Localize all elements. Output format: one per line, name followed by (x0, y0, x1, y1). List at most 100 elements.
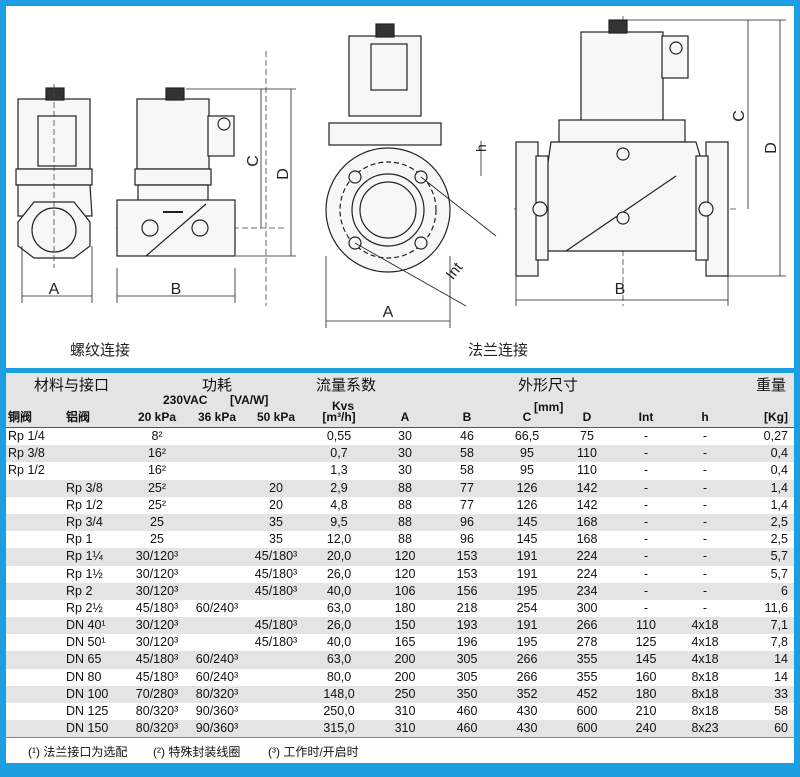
cell-dim-h: - (702, 514, 708, 529)
cell-dim-d: 224 (576, 566, 598, 581)
cell-power-36kpa: 90/360³ (195, 721, 239, 736)
cell-dim-b: 58 (460, 463, 474, 478)
dim-label-d: D (275, 168, 292, 180)
column-header-power-50kpa: 50 kPa (256, 410, 296, 424)
cell-power-20kpa: 25² (147, 497, 167, 512)
cell-dim-int: - (643, 446, 649, 461)
cell-dim-d: 168 (576, 514, 598, 529)
cell-dim-a: 200 (394, 669, 416, 684)
footnote-1: (¹) 法兰接口为选配 (28, 745, 128, 759)
cell-weight: 6 (781, 583, 788, 598)
cell-dim-int: 180 (635, 686, 657, 701)
cell-dim-c: 191 (516, 549, 538, 564)
cell-power-20kpa: 30/120³ (135, 635, 179, 650)
cell-dim-h: - (702, 583, 708, 598)
cell-dim-c: 145 (516, 532, 538, 547)
cell-dim-b: 350 (456, 686, 478, 701)
cell-dim-h: 8x18 (691, 686, 719, 701)
cell-dim-h: - (702, 463, 708, 478)
cell-weight: 1,4 (770, 480, 788, 495)
cell-copper (6, 548, 56, 565)
cell-power-36kpa (188, 583, 246, 600)
cell-dim-h: 8x23 (691, 721, 719, 736)
cell-dim-int: - (643, 600, 649, 615)
cell-copper (6, 669, 56, 686)
flanged-valve-front-view (325, 23, 451, 273)
cell-dim-c: 430 (516, 721, 538, 736)
cell-dim-d: 142 (576, 497, 598, 512)
cell-power-36kpa: 80/320³ (195, 686, 239, 701)
cell-dim-h: - (702, 429, 708, 443)
cell-power-50kpa: 45/180³ (254, 583, 298, 598)
column-header-copper: 铜阀 (8, 410, 33, 424)
cell-dim-c: 126 (516, 497, 538, 512)
cell-dim-a: 180 (394, 600, 416, 615)
cell-aluminum: DN 100 (66, 686, 109, 701)
cell-kvs: 1,3 (330, 463, 348, 478)
cell-power-50kpa (246, 445, 306, 462)
cell-aluminum: Rp 1¼ (66, 549, 103, 564)
cell-dim-h: - (702, 532, 708, 547)
cell-dim-a: 88 (398, 497, 412, 512)
cell-dim-h: 4x18 (691, 652, 719, 667)
cell-aluminum: Rp 1½ (66, 566, 103, 581)
cell-dim-c: 95 (520, 463, 534, 478)
cell-copper (6, 686, 56, 703)
cell-power-50kpa (246, 428, 306, 445)
cell-dim-b: 305 (456, 652, 478, 667)
cell-dim-a: 165 (394, 635, 416, 650)
cell-dim-d: 168 (576, 532, 598, 547)
cell-kvs: 26,0 (326, 618, 352, 633)
cell-dim-h: - (702, 566, 708, 581)
cell-dim-int: 160 (635, 669, 657, 684)
cell-dim-h: 8x18 (691, 669, 719, 684)
dim-label-d: D (763, 142, 780, 154)
cell-power-20kpa: 45/180³ (135, 600, 179, 615)
cell-copper: Rp 3/8 (8, 446, 45, 461)
dim-label-b: B (615, 281, 626, 298)
cell-dim-d: 224 (576, 549, 598, 564)
cell-power-20kpa: 80/320³ (135, 704, 179, 718)
cell-dim-b: 196 (456, 635, 478, 650)
cell-weight: 14 (774, 652, 788, 667)
cell-copper: Rp 1/2 (8, 463, 45, 478)
cell-dim-b: 77 (460, 480, 474, 495)
column-header-aluminum: 铝阀 (66, 410, 91, 424)
dim-label-a: A (49, 281, 60, 298)
cell-weight: 7,8 (770, 635, 788, 650)
cell-aluminum (56, 462, 126, 479)
cell-dim-int: - (643, 532, 649, 547)
cell-dim-a: 310 (394, 721, 416, 736)
cell-copper (6, 531, 56, 548)
cell-aluminum: DN 80 (66, 669, 102, 684)
dim-label-b: B (171, 281, 182, 298)
cell-power-20kpa: 30/120³ (135, 549, 179, 564)
cell-dim-h: 8x18 (691, 704, 719, 718)
cell-power-20kpa: 8² (151, 429, 163, 443)
cell-kvs: 148,0 (323, 686, 355, 701)
cell-dim-a: 30 (398, 463, 412, 478)
cell-dim-a: 88 (398, 514, 412, 529)
cell-weight: 33 (774, 686, 788, 701)
flanged-valve-side-view (515, 19, 729, 277)
cell-dim-b: 218 (456, 600, 478, 615)
cell-kvs: 4,8 (330, 497, 348, 512)
cell-dim-c: 66,5 (514, 429, 540, 443)
cell-dim-a: 310 (394, 704, 416, 718)
dimension-drawings: A B C D A Int h (6, 6, 794, 368)
cell-kvs: 0,55 (326, 429, 352, 443)
cell-dim-c: 352 (516, 686, 538, 701)
column-header-dim-d: D (582, 410, 592, 424)
cell-power-36kpa (188, 634, 246, 651)
column-header-dim-a: A (400, 410, 410, 424)
cell-dim-d: 110 (577, 463, 597, 478)
cell-weight: 2,5 (770, 532, 788, 547)
cell-copper (6, 566, 56, 583)
cell-copper (6, 617, 56, 634)
